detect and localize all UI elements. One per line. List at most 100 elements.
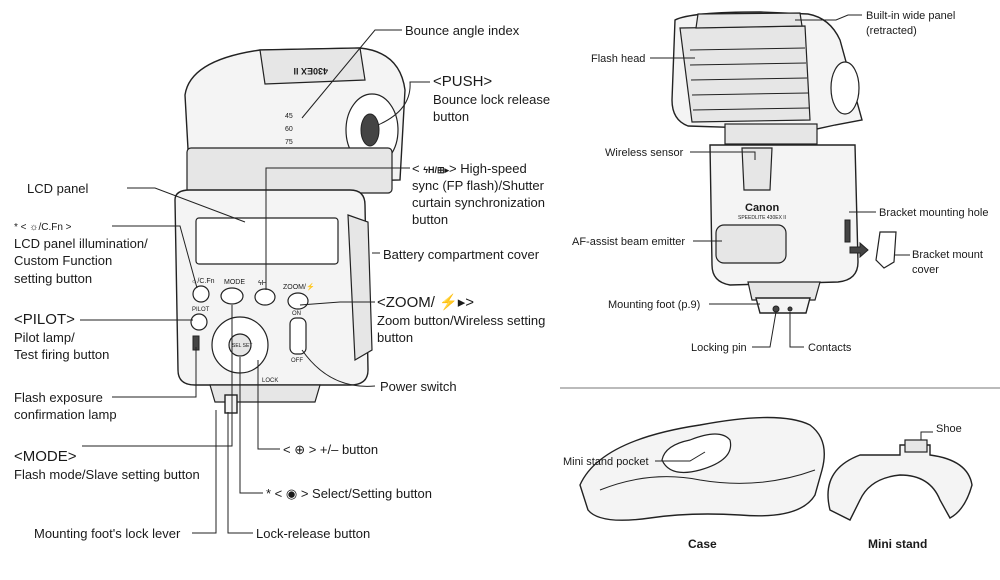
label-plusminus: < ⊕ > +/– button bbox=[283, 442, 378, 457]
label-bounce-angle: Bounce angle index bbox=[405, 23, 520, 38]
wireless-sensor-shape bbox=[741, 147, 773, 191]
label-mode-desc: Flash mode/Slave setting button bbox=[14, 467, 200, 482]
left-leader-lines bbox=[80, 29, 430, 534]
panel-label-on: ON bbox=[292, 311, 301, 317]
accessory-leader-lines bbox=[655, 431, 933, 462]
leader-lock-release bbox=[227, 412, 253, 534]
case-pocket-shape bbox=[661, 433, 732, 473]
leader-locking-pin bbox=[752, 311, 777, 348]
label-hss-desc-2: curtain synchronization bbox=[412, 195, 545, 210]
panel-label-off: OFF bbox=[291, 358, 303, 364]
label-bracket-hole: Bracket mounting hole bbox=[879, 207, 988, 219]
label-wide-panel-1: Built-in wide panel bbox=[866, 10, 955, 22]
label-fec-1: Flash exposure bbox=[14, 390, 103, 405]
label-power-switch: Power switch bbox=[380, 379, 457, 394]
sel-set-button bbox=[228, 333, 252, 357]
label-flash-head: Flash head bbox=[591, 53, 645, 65]
left-labels: Bounce angle index <PUSH> Bounce lock re… bbox=[14, 23, 550, 541]
label-mini-stand-pocket: Mini stand pocket bbox=[563, 456, 649, 468]
model-text: SPEEDLITE 430EX II bbox=[738, 215, 786, 221]
leader-wide-panel bbox=[795, 14, 862, 21]
push-button-shape bbox=[360, 113, 380, 147]
front-foot-plate bbox=[755, 297, 811, 314]
label-lcd-illum-tag: * < ☼/C.Fn > bbox=[14, 222, 72, 233]
label-push-title: <PUSH> bbox=[433, 73, 492, 90]
lcd-screen bbox=[195, 217, 339, 265]
label-wide-panel-2: (retracted) bbox=[866, 25, 917, 37]
label-mini-stand: Mini stand bbox=[868, 537, 927, 551]
label-lcd-panel: LCD panel bbox=[27, 181, 89, 196]
af-assist-shape bbox=[715, 224, 787, 264]
panel-label-lock: LOCK bbox=[262, 378, 278, 384]
bracket-hole-shape bbox=[844, 219, 851, 243]
power-switch-shape bbox=[289, 317, 307, 355]
btn-mode bbox=[220, 287, 244, 305]
leader-zoom bbox=[299, 301, 375, 306]
leader-push bbox=[377, 81, 430, 126]
case-illustration bbox=[579, 416, 825, 521]
head-model-text: 430EX II bbox=[293, 66, 328, 76]
label-foot-lock-lever: Mounting foot's lock lever bbox=[34, 526, 181, 541]
btn-cfn bbox=[192, 285, 210, 303]
front-neck bbox=[724, 123, 818, 145]
label-push-desc-1: Bounce lock release bbox=[433, 92, 550, 107]
front-foot bbox=[747, 281, 821, 301]
panel-label-sel: SEL SET bbox=[232, 343, 252, 349]
btn-zoom bbox=[287, 292, 309, 310]
label-zoom-title: <ZOOM/ ⚡▸> bbox=[377, 293, 474, 311]
leader-power bbox=[301, 349, 376, 387]
leader-shoe bbox=[920, 431, 933, 440]
right-leader-lines bbox=[650, 14, 910, 348]
panel-label-hss: ϟH bbox=[258, 280, 267, 287]
leader-fec bbox=[112, 347, 197, 398]
label-hss-desc-3: button bbox=[412, 212, 448, 227]
flash-neck bbox=[186, 147, 393, 194]
leader-pocket bbox=[655, 451, 706, 462]
front-pivot bbox=[830, 61, 860, 115]
label-select-set: * < ◉ > Select/Setting button bbox=[266, 486, 432, 501]
label-pilot-title: <PILOT> bbox=[14, 311, 75, 328]
panel-label-zoom: ZOOM/⚡ bbox=[283, 282, 315, 291]
label-lcd-illum-1: LCD panel illumination/ bbox=[14, 236, 148, 251]
mini-stand-shape bbox=[827, 444, 973, 521]
angle-60: 60 bbox=[285, 126, 293, 133]
case-seam bbox=[599, 469, 816, 491]
label-mode-title: <MODE> bbox=[14, 448, 77, 465]
leader-plusminus bbox=[257, 360, 280, 450]
label-case: Case bbox=[688, 537, 717, 551]
fresnel-lines bbox=[689, 47, 810, 111]
bracket-cover-shape bbox=[875, 231, 897, 269]
label-fec-2: confirmation lamp bbox=[14, 407, 117, 422]
leader-wireless bbox=[690, 151, 756, 160]
locking-pin-shape bbox=[772, 305, 780, 313]
label-lock-release: Lock-release button bbox=[256, 526, 370, 541]
leader-lock-lever bbox=[192, 410, 217, 534]
panel-label-mode: MODE bbox=[224, 279, 245, 286]
label-lcd-illum-3: setting button bbox=[14, 271, 92, 286]
flash-back-illustration: ☼/C.Fn MODE ϟH ZOOM/⚡ PILOT ON OFF SEL S… bbox=[174, 47, 406, 414]
wide-panel-shape bbox=[695, 12, 803, 29]
label-push-desc-2: button bbox=[433, 109, 469, 124]
label-battery-cover: Battery compartment cover bbox=[383, 247, 540, 262]
battery-cover-shape bbox=[347, 214, 373, 362]
label-zoom-2: button bbox=[377, 330, 413, 345]
label-bracket-cover-1: Bracket mount bbox=[912, 249, 983, 261]
leader-select bbox=[239, 357, 263, 494]
leader-mode bbox=[82, 305, 233, 447]
right-labels: Built-in wide panel (retracted) Flash he… bbox=[572, 10, 988, 354]
shoe-shape bbox=[904, 439, 928, 453]
label-af-assist: AF-assist beam emitter bbox=[572, 236, 685, 248]
lock-lever-shape bbox=[224, 394, 238, 414]
btn-hss bbox=[254, 288, 276, 306]
label-wireless-sensor: Wireless sensor bbox=[605, 147, 684, 159]
accessory-labels: Shoe Mini stand pocket Case Mini stand bbox=[563, 423, 962, 551]
mini-stand-illustration bbox=[827, 439, 973, 521]
angle-45: 45 bbox=[285, 113, 293, 120]
label-mounting-foot: Mounting foot (p.9) bbox=[608, 299, 700, 311]
leader-cfn bbox=[112, 225, 198, 289]
flash-head-top bbox=[259, 47, 366, 85]
label-shoe: Shoe bbox=[936, 423, 962, 435]
btn-pilot bbox=[190, 313, 208, 331]
